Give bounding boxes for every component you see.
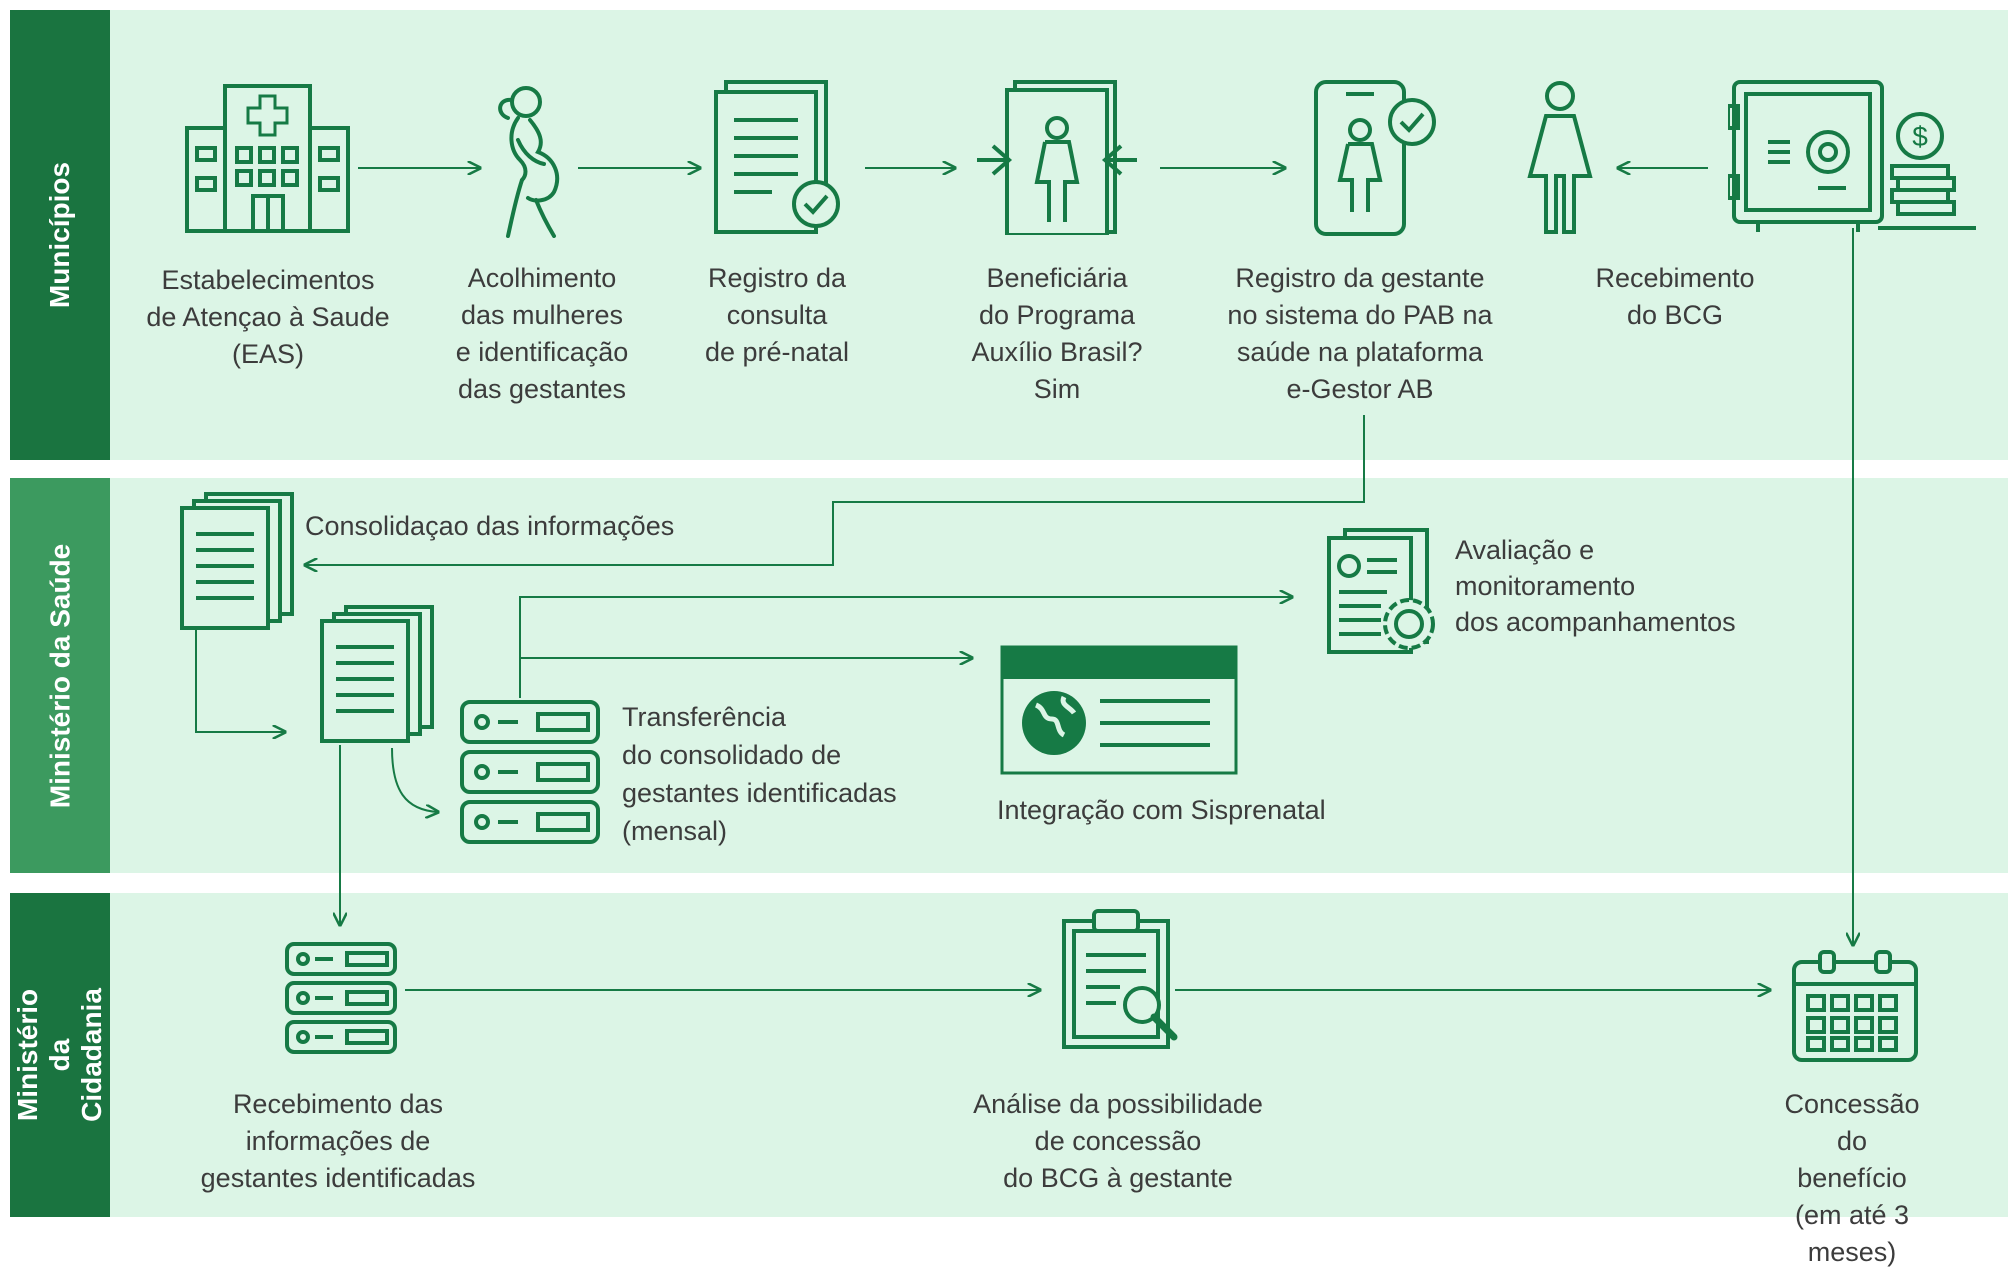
hospital-icon bbox=[185, 78, 350, 233]
phone-woman-check-icon bbox=[1312, 78, 1442, 238]
woman-selection-icon bbox=[975, 80, 1140, 235]
clipboard-search-icon bbox=[1060, 905, 1180, 1050]
arrow-transfer-avaliacao bbox=[519, 597, 1292, 698]
arrow-consolidacao-documentos bbox=[195, 630, 285, 732]
step-concessao-label: Concessão do benefício (em até 3 meses) bbox=[1784, 1089, 1920, 1267]
web-globe-icon bbox=[1000, 645, 1240, 775]
step-eas-label: Estabelecimentos de Atençao à Saude (EAS… bbox=[146, 265, 390, 369]
lane-municipios bbox=[10, 10, 2008, 460]
step-analise-label: Análise da possibilidade de concessão do… bbox=[973, 1089, 1263, 1193]
lane-ministerio-cidadania bbox=[10, 893, 2008, 1217]
document-gear-icon bbox=[1325, 528, 1440, 658]
step-recebimento-bcg-label: Recebimento do BCG bbox=[1595, 263, 1755, 330]
step-registro-consulta-label: Registro da consulta de pré-natal bbox=[704, 263, 850, 367]
step-beneficiaria-label: Beneficiária do Programa Auxílio Brasil?… bbox=[971, 263, 1143, 404]
pregnant-woman-icon bbox=[478, 80, 583, 238]
documents-stack-icon-2 bbox=[320, 605, 435, 743]
step-integracao-label: Integração com Sisprenatal bbox=[997, 795, 1326, 825]
step-registro-gestante-label: Registro da gestante no sistema do PAB n… bbox=[1227, 263, 1493, 404]
woman-icon bbox=[1520, 80, 1600, 235]
step-recebimento-info-label: Recebimento das informações de gestantes… bbox=[200, 1089, 476, 1193]
lane-label-municipios: Municípios bbox=[10, 10, 110, 460]
server-icon-cidadania bbox=[283, 940, 398, 1058]
svg-text:$: $ bbox=[1912, 121, 1928, 152]
step-acolhimento-label: Acolhimento das mulheres e identificação… bbox=[455, 263, 629, 404]
safe-money-icon: $ bbox=[1728, 76, 1978, 236]
step-avaliacao-label: Avaliação e monitoramento dos acompanham… bbox=[1455, 535, 1736, 637]
document-check-icon bbox=[712, 80, 842, 235]
arrow-gestante-consolidacao bbox=[305, 415, 1365, 565]
flow-connectors bbox=[195, 0, 2008, 1217]
lane-label-ministerio-saude: Ministério da Saúde bbox=[10, 478, 110, 873]
server-icon bbox=[458, 698, 603, 848]
step-consolidacao-label: Consolidaçao das informações bbox=[305, 511, 675, 541]
step-transferencia-label: Transferência do consolidado de gestante… bbox=[622, 702, 897, 846]
calendar-icon bbox=[1790, 950, 1920, 1065]
arrow-documentos-servidor bbox=[391, 747, 438, 812]
lane-label-ministerio-cidadania: Ministério da Cidadania bbox=[10, 893, 110, 1217]
documents-stack-icon bbox=[180, 492, 295, 630]
